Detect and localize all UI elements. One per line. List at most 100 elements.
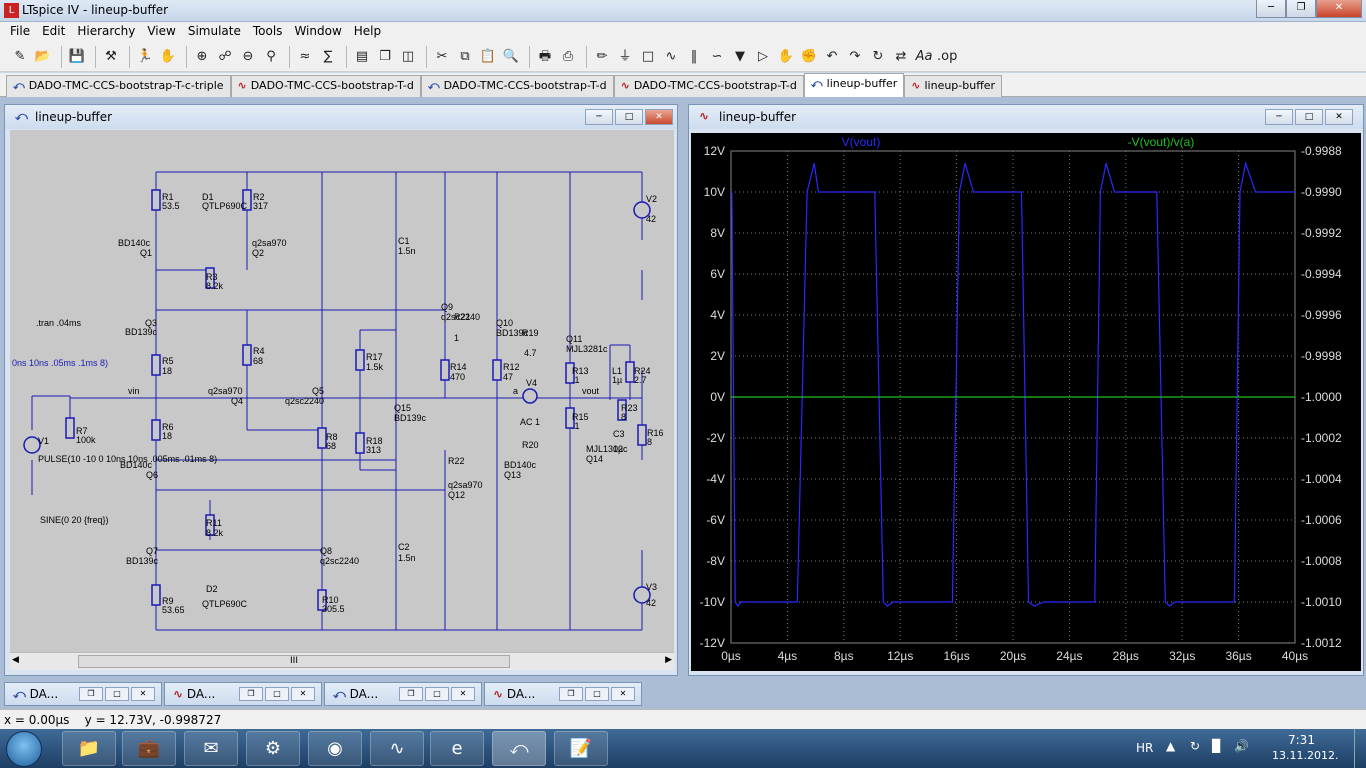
text-icon[interactable]: Aa (915, 48, 933, 64)
move-hand-icon[interactable]: ✋ (777, 48, 795, 64)
redo-icon[interactable]: ↷ (849, 48, 861, 64)
schematic-label[interactable]: R5 (162, 356, 174, 366)
clock-date[interactable]: 13.11.2012. (1272, 749, 1339, 762)
schematic-label[interactable]: 305.5 (322, 604, 345, 614)
schematic-label[interactable]: 317 (253, 201, 268, 211)
schematic-label[interactable]: 8 (647, 437, 652, 447)
capacitor-icon[interactable]: ‖ (690, 48, 698, 64)
schematic-label[interactable]: 1 (454, 333, 459, 343)
schematic-close-button[interactable]: ✕ (645, 109, 673, 125)
minimized-window-1[interactable]: ⤺ DA...❐□✕ (4, 682, 162, 706)
schematic-label[interactable]: q2sa970 (252, 238, 287, 248)
paste-icon[interactable]: 📋 (479, 48, 497, 64)
schematic-label[interactable]: 42 (646, 214, 656, 224)
schematic-label[interactable]: R23 (621, 403, 638, 413)
mail-icon[interactable]: ✉ (184, 731, 238, 766)
schematic-label[interactable]: BD139c (126, 556, 159, 566)
save-icon[interactable]: 💾 (68, 48, 86, 64)
schematic-maximize-button[interactable]: □ (615, 109, 643, 125)
resistor-icon[interactable]: ∿ (665, 48, 677, 64)
schematic-label[interactable]: R8 (326, 432, 338, 442)
zoom-out-icon[interactable]: ⊖ (242, 48, 254, 64)
internet-explorer-icon[interactable]: e (430, 731, 484, 766)
schematic-label[interactable]: q2sa970 (448, 480, 483, 490)
component-icon[interactable]: ▷ (758, 48, 768, 64)
scroll-left-arrow-icon[interactable]: ◀ (12, 655, 19, 665)
tab-5[interactable]: ⤺lineup-buffer (803, 73, 905, 97)
schematic-label[interactable]: Q11 (566, 334, 582, 344)
schematic-label[interactable]: q2sc2240 (285, 396, 324, 406)
schematic-label[interactable]: R14 (450, 362, 467, 372)
schematic-label[interactable]: QTLP690C (202, 201, 248, 211)
print-preview-icon[interactable]: 🖶 (538, 48, 552, 64)
schematic-label[interactable]: .1 (572, 375, 580, 385)
schematic-label[interactable]: AC 1 (520, 417, 540, 427)
schematic-label[interactable]: BD139c (496, 328, 529, 338)
ltspice-taskbar-icon[interactable]: ⤺ (492, 731, 546, 766)
autorange-icon[interactable]: ≈ (299, 48, 311, 64)
schematic-label[interactable]: R9 (162, 596, 174, 606)
schematic-label[interactable]: C3 (613, 429, 625, 439)
inductor-icon[interactable]: ∽ (711, 48, 723, 64)
schematic-label[interactable]: D2 (206, 584, 218, 594)
series-line-0[interactable] (731, 160, 1295, 608)
schematic-label[interactable]: V4 (526, 378, 537, 388)
schematic-label[interactable]: q2sc2240 (441, 312, 480, 322)
open-folder-icon[interactable]: 📂 (34, 48, 52, 64)
schematic-label[interactable]: MJL3281c (566, 344, 608, 354)
menu-help[interactable]: Help (353, 24, 382, 38)
schematic-label[interactable]: 100k (76, 435, 96, 445)
close-icon[interactable]: ✕ (131, 687, 155, 701)
diode-icon[interactable]: ▼ (735, 48, 745, 64)
schematic-label[interactable]: R20 (522, 440, 539, 450)
new-schematic-icon[interactable]: ✎ (14, 48, 26, 64)
spice-directive-icon[interactable]: .op (937, 48, 958, 64)
schematic-label[interactable]: 4.7 (524, 348, 537, 358)
scroll-right-arrow-icon[interactable]: ▶ (665, 655, 672, 665)
schematic-label[interactable]: R13 (572, 366, 589, 376)
rotate-icon[interactable]: ↻ (872, 48, 884, 64)
schematic-label[interactable]: 470 (450, 372, 465, 382)
schematic-label[interactable]: 8.2k (206, 528, 224, 538)
schematic-label[interactable]: 2.7 (634, 375, 647, 385)
halt-hand-icon[interactable]: ✋ (159, 48, 177, 64)
tab-4[interactable]: ∿DADO-TMC-CCS-bootstrap-T-d (613, 75, 804, 97)
schematic-label[interactable]: BD139c (125, 327, 158, 337)
schematic-label[interactable]: 1.5n (398, 553, 416, 563)
schematic-label[interactable]: .1 (572, 421, 580, 431)
label-net-icon[interactable]: □ (641, 48, 655, 64)
schematic-label[interactable]: 18 (162, 366, 172, 376)
control-panel-hammer-icon[interactable]: ⚒ (105, 48, 117, 64)
disc-burner-icon[interactable]: ◉ (308, 731, 362, 766)
explorer-folder-icon[interactable]: 📁 (62, 731, 116, 766)
schematic-label[interactable]: C1 (398, 236, 410, 246)
minimized-window-3[interactable]: ⤺ DA...❐□✕ (324, 682, 482, 706)
schematic-label[interactable]: V3 (646, 582, 657, 592)
wire-pencil-icon[interactable]: ✏ (596, 48, 608, 64)
schematic-label[interactable]: R3 (206, 272, 218, 282)
tab-2[interactable]: ∿DADO-TMC-CCS-bootstrap-T-d (230, 75, 421, 97)
zoom-pan-icon[interactable]: ☍ (218, 48, 232, 64)
minimized-window-2[interactable]: ∿ DA...❐□✕ (164, 682, 322, 706)
schematic-horizontal-scrollbar[interactable]: ◀ III ▶ (10, 652, 674, 670)
schematic-label[interactable]: 68 (253, 356, 263, 366)
schematic-label[interactable]: R16 (647, 428, 664, 438)
restore-icon[interactable]: ❐ (399, 687, 423, 701)
schematic-minimize-button[interactable]: ─ (585, 109, 613, 125)
schematic-drawing[interactable]: R153.5D1QTLP690CR2317BD140cQ1q2sa970Q2R3… (10, 130, 674, 652)
menu-tools[interactable]: Tools (252, 24, 283, 38)
menu-view[interactable]: View (147, 24, 176, 38)
tab-1[interactable]: ⤺DADO-TMC-CCS-bootstrap-T-c-triple (6, 75, 231, 97)
tile-vertical-icon[interactable]: ◫ (401, 48, 415, 64)
schematic-label[interactable]: R18 (366, 436, 383, 446)
restore-icon[interactable]: ❐ (79, 687, 103, 701)
schematic-label[interactable]: R21 (454, 312, 471, 322)
schematic-label[interactable]: Q6 (146, 470, 158, 480)
close-icon[interactable]: ✕ (291, 687, 315, 701)
menu-edit[interactable]: Edit (42, 24, 66, 38)
schematic-label[interactable]: BD139c (394, 413, 427, 423)
schematic-label[interactable]: PULSE(10 -10 0 10ns 10ns .005ms .01ms 8) (38, 454, 217, 464)
tool-icon[interactable]: ⚙ (246, 731, 300, 766)
